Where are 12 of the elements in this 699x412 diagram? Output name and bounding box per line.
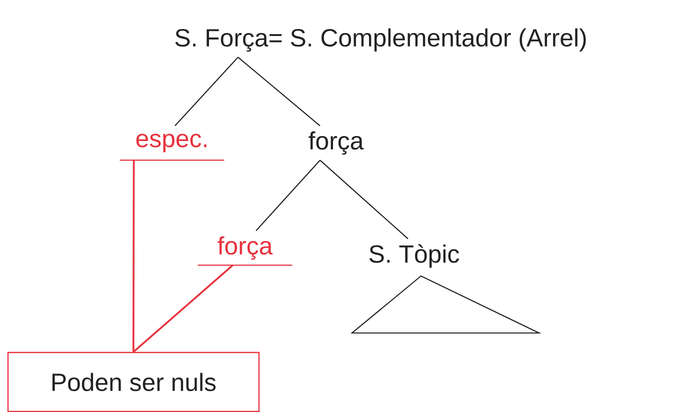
tree-label: S. Força= S. Complementador (Arrel) [175,28,586,52]
tree-label: força [198,236,292,266]
tree-label: espec. [120,134,224,161]
tree-label: força [308,131,364,155]
tree-branch [174,56,238,126]
note-box: Poden ser nuls [7,352,260,412]
leader-line [132,264,234,353]
tree-label: S. Tòpic [369,244,459,268]
tree-branch [256,160,320,232]
tree-branch [238,56,320,126]
tree-branch [320,160,408,240]
leader-line [132,160,135,352]
